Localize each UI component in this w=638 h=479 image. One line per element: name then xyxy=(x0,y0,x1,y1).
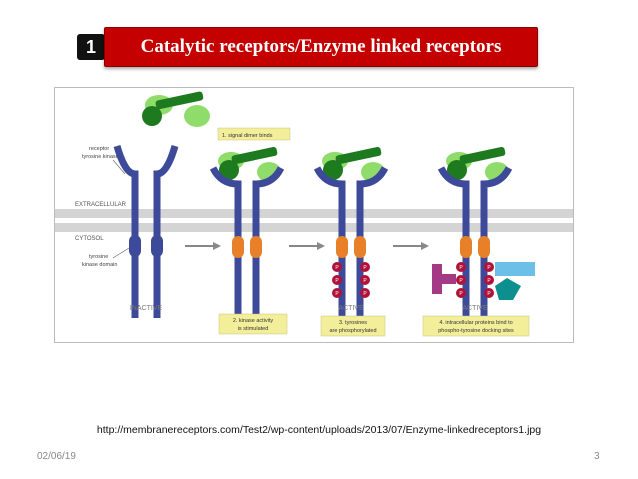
receptor-tyrosine-kinase-label-line1: receptor xyxy=(89,146,109,152)
stage-3-bottom-note-line2: are phosphorylated xyxy=(329,328,376,334)
stage-2-bottom-note-line2: is stimulated xyxy=(238,326,269,332)
svg-text:P: P xyxy=(363,291,367,297)
tyrosine-kinase-domain-label-line2: kinase domain xyxy=(82,262,117,268)
svg-text:P: P xyxy=(363,265,367,271)
membrane-outer-layer xyxy=(55,209,573,218)
stage-4-bottom-note-line2: phospho-tyrosine docking sites xyxy=(438,328,514,334)
stage-2-top-note: 1. signal dimer binds xyxy=(222,133,273,139)
stage-inactive: INACTIVE xyxy=(113,91,210,318)
stage-4-state-label: ACTIVE xyxy=(462,305,488,312)
receptor-left xyxy=(209,166,242,208)
stage-4-bottom-note-line1: 4. intracellular proteins bind to xyxy=(439,320,512,326)
image-source-url: http://membranereceptors.com/Test2/wp-co… xyxy=(96,424,542,436)
stage-3-bottom-note-line1: 3. tyrosines xyxy=(339,320,367,326)
receptor-left xyxy=(113,145,141,318)
stage-1-state-label: INACTIVE xyxy=(130,305,163,312)
tyrosine-kinase-domain-label-line1: tyrosine xyxy=(89,254,108,260)
cytosol-label: CYTOSOL xyxy=(75,236,104,242)
stage-tyrosines-phosphorylated: P P P P P P ACTIVE 3. tyrosines are phos… xyxy=(313,146,389,337)
docking-protein-magenta xyxy=(432,264,456,294)
arrow-1 xyxy=(185,242,221,250)
phosphate-groups: P P P P P P xyxy=(332,262,370,298)
stage-docking-proteins-bind: P P P P P P ACTIVE 4. intracellular prot… xyxy=(422,146,535,337)
phosphate-groups: P P P P P P xyxy=(456,262,494,298)
slide-date: 02/06/19 xyxy=(37,451,76,462)
membrane-inner-layer xyxy=(55,223,573,232)
ligand-dimer-free xyxy=(142,91,210,127)
docking-protein-teal xyxy=(495,278,521,300)
page-number: 3 xyxy=(594,451,600,462)
kinase-domain-active xyxy=(232,236,244,258)
ligand-dimer-bound xyxy=(322,146,385,182)
ligand-dimer-bound xyxy=(446,146,509,182)
receptor-right xyxy=(252,166,285,208)
svg-text:P: P xyxy=(335,265,339,271)
receptor-diagram-svg: EXTRACELLULAR CYTOSOL receptor tyrosine … xyxy=(55,91,573,337)
title-banner: Catalytic receptors/Enzyme linked recept… xyxy=(104,27,538,67)
stage-2-bottom-note-line1: 2. kinase activity xyxy=(233,318,274,324)
svg-text:P: P xyxy=(487,291,491,297)
extracellular-label: EXTRACELLULAR xyxy=(75,202,127,208)
svg-text:P: P xyxy=(335,278,339,284)
stage-signal-binds: 1. signal dimer binds 2. kinase activity… xyxy=(209,127,291,335)
stage-4-bottom-note-box xyxy=(422,315,530,337)
svg-text:P: P xyxy=(459,265,463,271)
stage-2-bottom-note-box xyxy=(218,313,288,335)
receptor-diagram: EXTRACELLULAR CYTOSOL receptor tyrosine … xyxy=(54,87,574,343)
svg-text:P: P xyxy=(487,265,491,271)
docking-protein-blue xyxy=(495,262,535,276)
arrow-2 xyxy=(289,242,325,250)
kinase-domain-active xyxy=(250,236,262,258)
stage-2-top-note-box xyxy=(217,127,291,141)
svg-text:P: P xyxy=(363,278,367,284)
svg-text:P: P xyxy=(335,291,339,297)
receptor-tyrosine-kinase-label-line2: tyrosine kinase xyxy=(82,154,119,160)
kinase-pointer-line xyxy=(112,247,130,259)
svg-text:P: P xyxy=(459,291,463,297)
svg-text:P: P xyxy=(487,278,491,284)
arrow-3 xyxy=(393,242,429,250)
receptor-pointer-line xyxy=(112,159,126,175)
stage-3-bottom-note-box xyxy=(320,315,386,337)
slide-title: Catalytic receptors/Enzyme linked recept… xyxy=(140,36,502,57)
receptor-right xyxy=(151,145,179,318)
stage-3-state-label: ACTIVE xyxy=(338,305,364,312)
slide-number-badge: 1 xyxy=(77,34,105,60)
svg-text:P: P xyxy=(459,278,463,284)
